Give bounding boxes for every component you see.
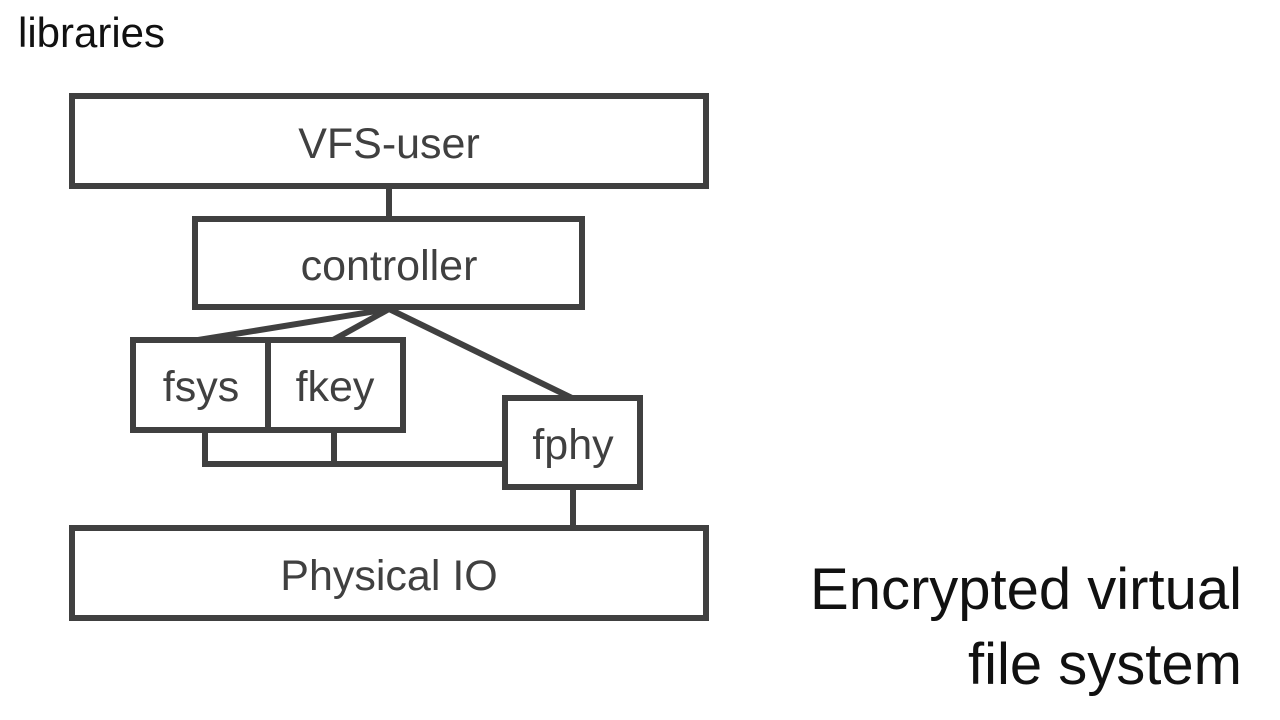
fphy-label: fphy	[532, 421, 614, 469]
fkey-label: fkey	[296, 363, 375, 411]
slide-title: Encrypted virtual file system	[810, 552, 1242, 703]
section-label: libraries	[18, 9, 166, 56]
fphy-box: fphy	[502, 395, 643, 490]
fsys-label: fsys	[163, 363, 239, 411]
fsys-box: fsys	[130, 337, 271, 433]
fkey-box: fkey	[265, 337, 406, 433]
slide-title-line-1: Encrypted virtual	[810, 557, 1242, 622]
slide-title-line-2: file system	[968, 632, 1242, 698]
physical-io-label: Physical IO	[280, 552, 497, 600]
connector-fsys-fkey-fphy	[202, 427, 508, 467]
controller-box: controller	[192, 216, 585, 310]
controller-label: controller	[301, 242, 478, 290]
physical-io-box: Physical IO	[69, 525, 709, 621]
connector-controller-fphy	[384, 304, 577, 403]
vfs-user-label: VFS-user	[298, 120, 480, 168]
connector-controller-fsys	[194, 305, 393, 344]
connector-controller-fkey	[328, 304, 394, 345]
vfs-user-box: VFS-user	[69, 93, 709, 189]
